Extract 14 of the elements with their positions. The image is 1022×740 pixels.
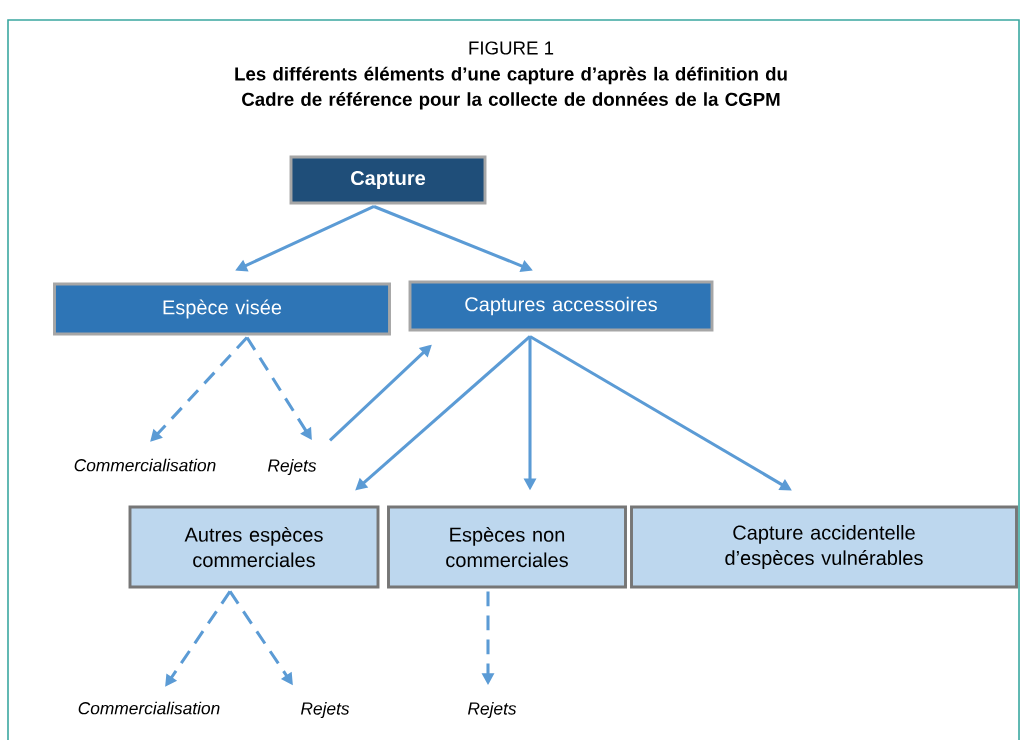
outcome-label: Commercialisation — [78, 701, 220, 715]
figure-number: FIGURE 1 — [469, 41, 554, 55]
category-box: Capture accidentelle d’espèces vulnérables — [630, 505, 1018, 589]
outcome-label: Rejets — [468, 701, 517, 719]
process-box: Espèce visée — [53, 282, 391, 336]
outcome-label: Rejets — [301, 701, 350, 719]
category-box: Espèces non commerciales — [387, 505, 627, 589]
process-box: Capture — [289, 155, 487, 205]
arrow — [150, 336, 249, 442]
category-box: Autres espèces commerciales — [128, 505, 380, 589]
outcome-label: Commercialisation — [74, 458, 216, 472]
outcome-label: Rejets — [268, 458, 317, 476]
figure-title: Les différents éléments d’une capture d’après la définition du Cadre de référence pour la collecte de données de la CGPM — [235, 66, 787, 110]
process-box: Captures accessoires — [408, 280, 714, 332]
